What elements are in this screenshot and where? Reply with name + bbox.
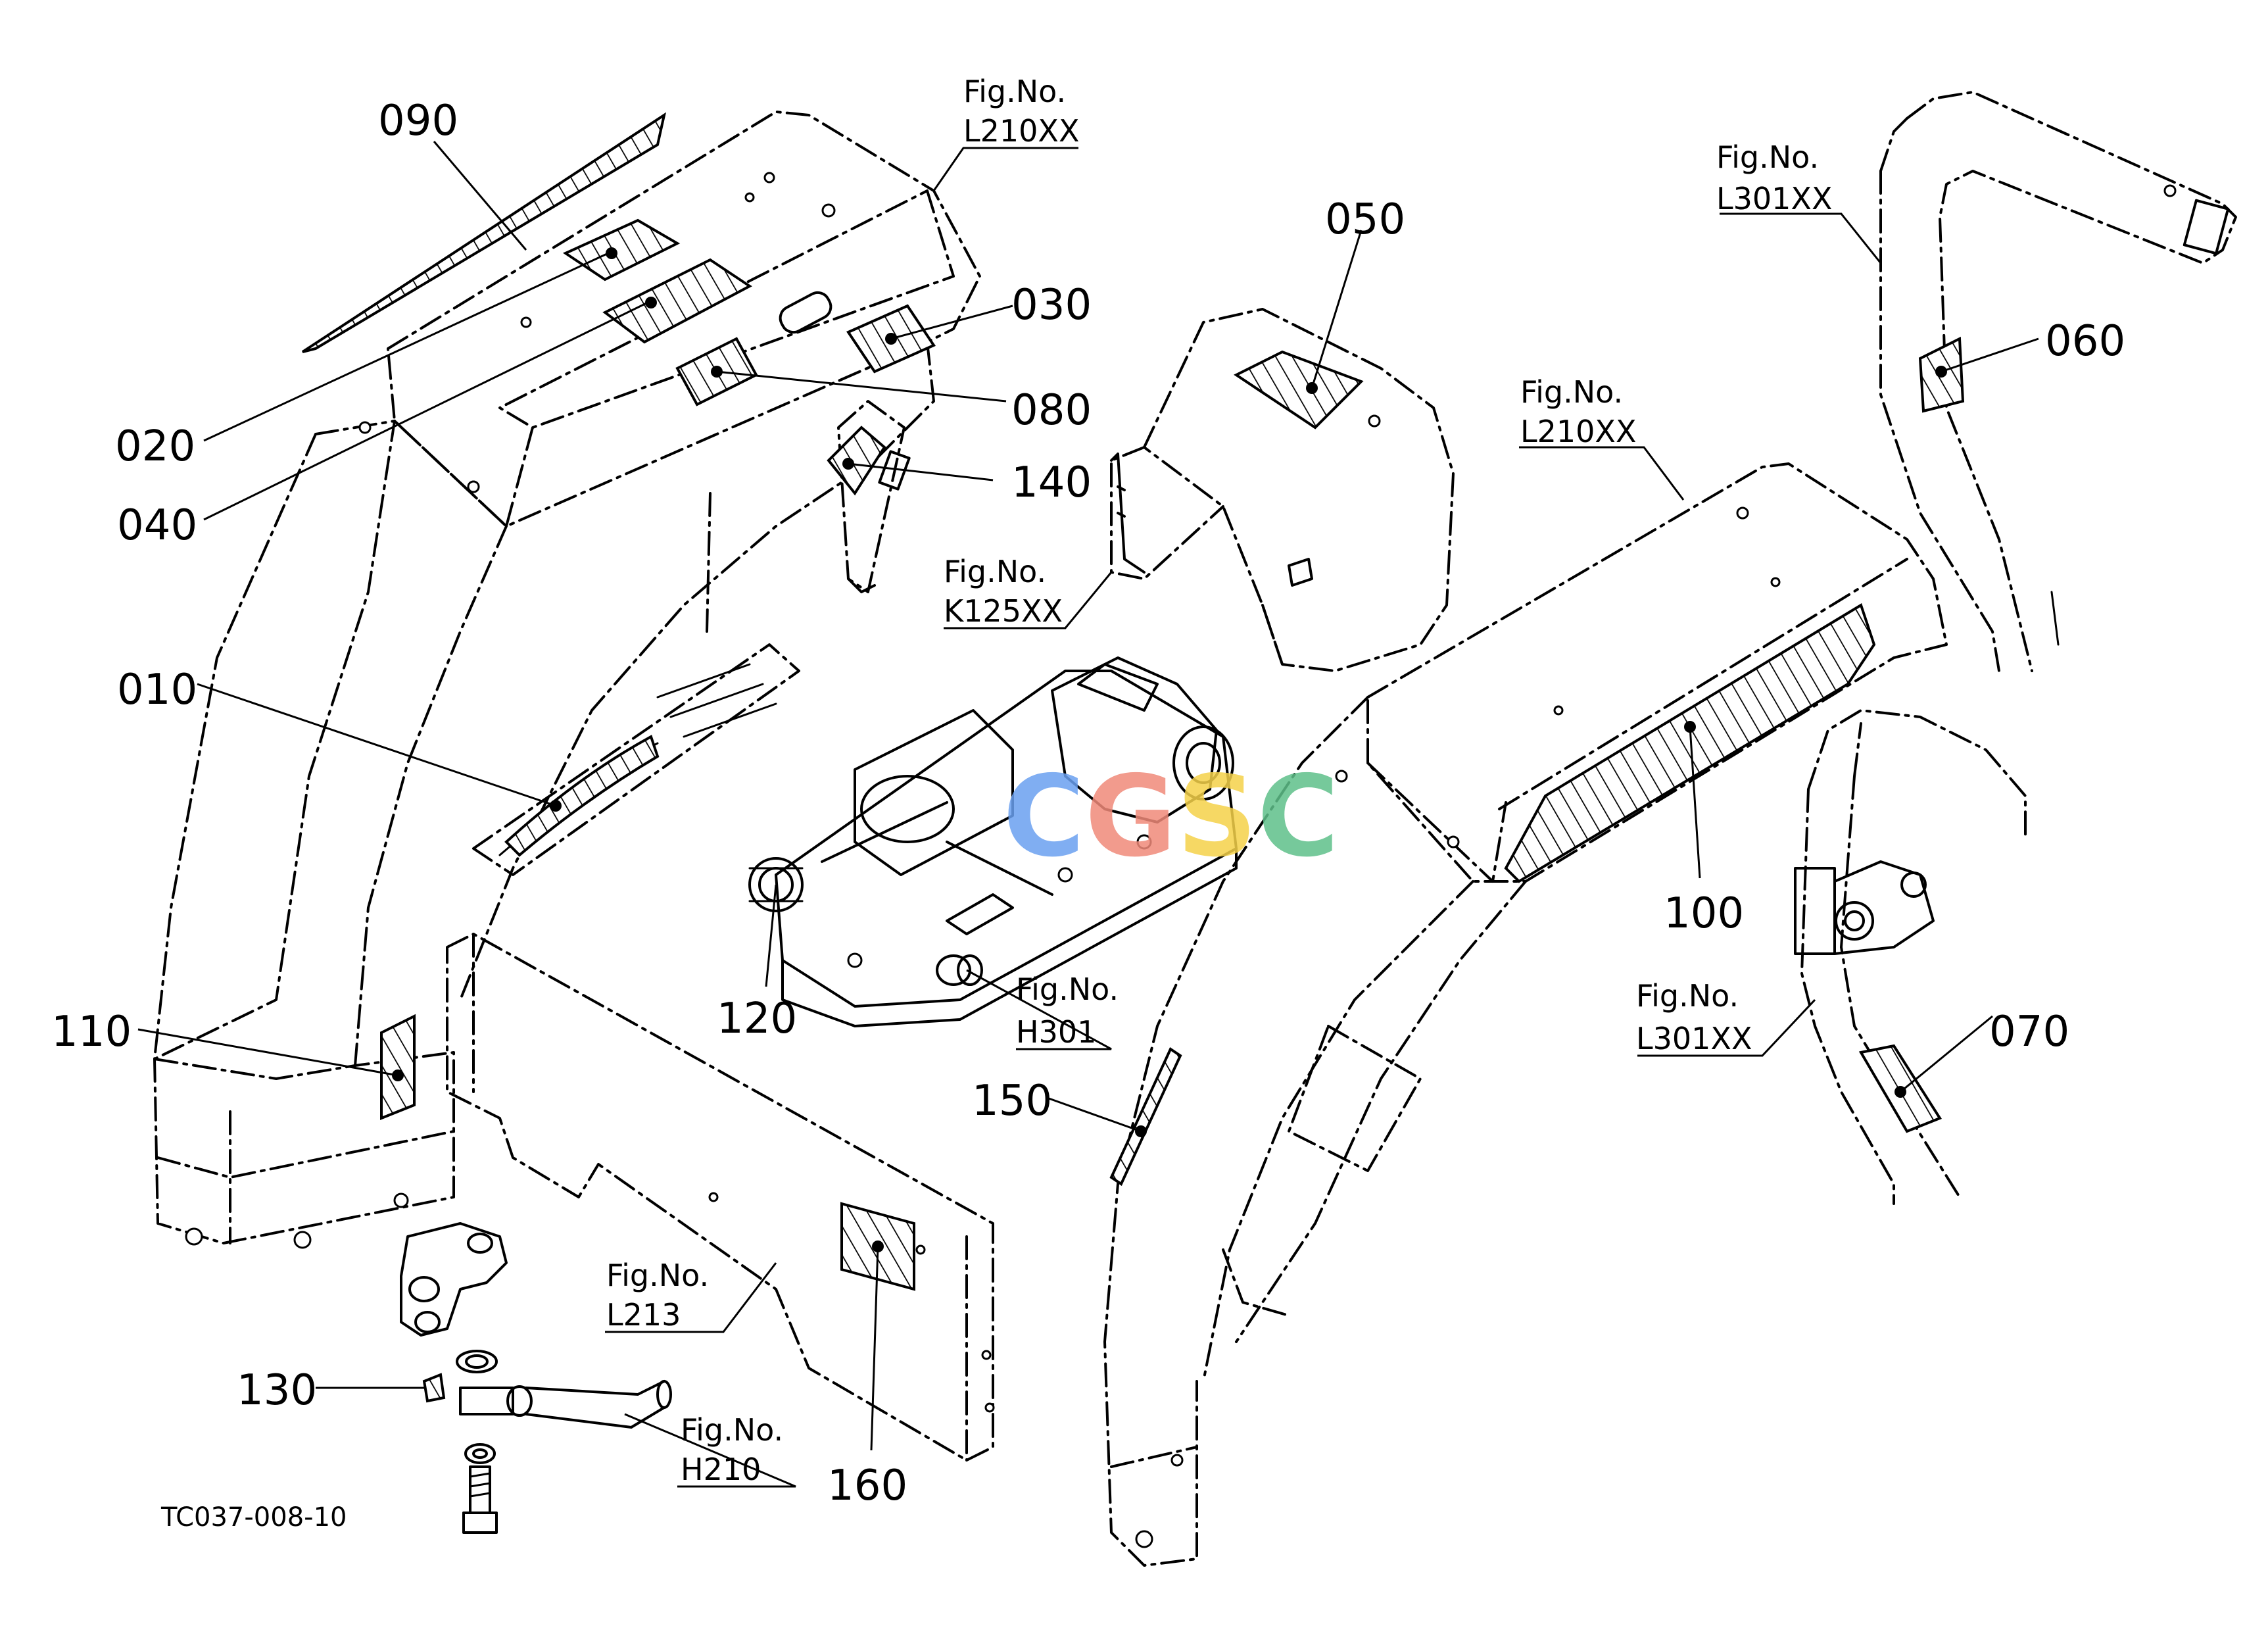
decal-050 <box>1234 350 1364 430</box>
decal-090 <box>301 112 667 353</box>
hydraulic-fittings <box>400 1222 672 1534</box>
fig-number: L301XX <box>1716 181 1832 216</box>
fig-number: L210XX <box>963 113 1079 149</box>
fig-label: Fig.No. <box>963 74 1066 109</box>
fig-label: Fig.No. <box>606 1258 709 1293</box>
fig-ref-l210-left: Fig.No. L210XX <box>963 74 1079 149</box>
callout-030: 030 <box>1011 281 1092 330</box>
decal-070 <box>1858 1044 1942 1133</box>
hydraulic-lift-h301 <box>748 656 1238 1027</box>
figure-refs: Fig.No. L210XX Fig.No. L301XX Fig.No. L2… <box>606 74 1832 1487</box>
watermark-letter: S <box>1176 752 1257 882</box>
callouts: 090 020 040 030 080 140 010 110 120 130 … <box>51 97 2125 1510</box>
watermark-letter: C <box>1003 752 1085 882</box>
callout-050: 050 <box>1325 195 1405 244</box>
fig-label: Fig.No. <box>944 554 1046 589</box>
callout-040: 040 <box>117 501 197 550</box>
leader-lines <box>137 141 2039 1488</box>
callout-120: 120 <box>717 995 797 1043</box>
fig-ref-l210-right: Fig.No. L210XX <box>1520 374 1636 449</box>
right-fender <box>1103 462 1948 1567</box>
fig-ref-l301-top: Fig.No. L301XX <box>1716 139 1832 216</box>
fig-number: L213 <box>606 1297 681 1333</box>
rops-frame-top <box>1879 91 2237 672</box>
callout-070: 070 <box>1989 1008 2069 1056</box>
fig-number: L301XX <box>1636 1021 1752 1056</box>
callout-130: 130 <box>237 1366 317 1415</box>
decal-040 <box>602 258 752 344</box>
fig-ref-h301: Fig.No. H301 <box>1016 971 1119 1050</box>
fig-number: K125XX <box>944 593 1063 629</box>
decal-110 <box>380 1014 416 1120</box>
fig-number: H301 <box>1016 1014 1096 1050</box>
fig-label: Fig.No. <box>1636 978 1739 1014</box>
callout-080: 080 <box>1011 386 1092 435</box>
callout-140: 140 <box>1011 458 1092 507</box>
fig-label: Fig.No. <box>1520 374 1623 410</box>
fig-label: Fig.No. <box>1716 139 1819 175</box>
fig-ref-k125: Fig.No. K125XX <box>944 554 1063 629</box>
callout-020: 020 <box>115 422 195 471</box>
callout-010: 010 <box>117 666 197 714</box>
cgsc-watermark: CGSC <box>1003 752 1339 882</box>
fig-label: Fig.No. <box>681 1412 783 1448</box>
fig-label: Fig.No. <box>1016 971 1119 1007</box>
rear-panel-l213 <box>446 933 995 1462</box>
watermark-letter: C <box>1257 752 1339 882</box>
watermark-text: CGSC <box>1003 752 1339 882</box>
callout-160: 160 <box>827 1462 907 1510</box>
callout-110: 110 <box>51 1008 132 1056</box>
callout-150: 150 <box>972 1077 1052 1125</box>
watermark-letter: G <box>1085 752 1177 882</box>
decal-060 <box>1918 336 1965 413</box>
drawing-code: TC037-008-10 <box>160 1502 347 1533</box>
fig-number: L210XX <box>1520 414 1636 449</box>
callout-100: 100 <box>1664 889 1744 938</box>
callout-090: 090 <box>378 97 458 145</box>
decal-020 <box>562 218 681 282</box>
fig-ref-l301-right: Fig.No. L301XX <box>1636 978 1752 1056</box>
decal-140 <box>827 426 886 496</box>
left-fender <box>153 111 981 1249</box>
fig-number: H210 <box>681 1452 761 1487</box>
decal-100 <box>1504 602 1876 883</box>
decal-010 <box>504 735 660 857</box>
fig-ref-h210: Fig.No. H210 <box>681 1412 783 1487</box>
callout-060: 060 <box>2045 317 2125 366</box>
fig-ref-l213: Fig.No. L213 <box>606 1258 709 1333</box>
